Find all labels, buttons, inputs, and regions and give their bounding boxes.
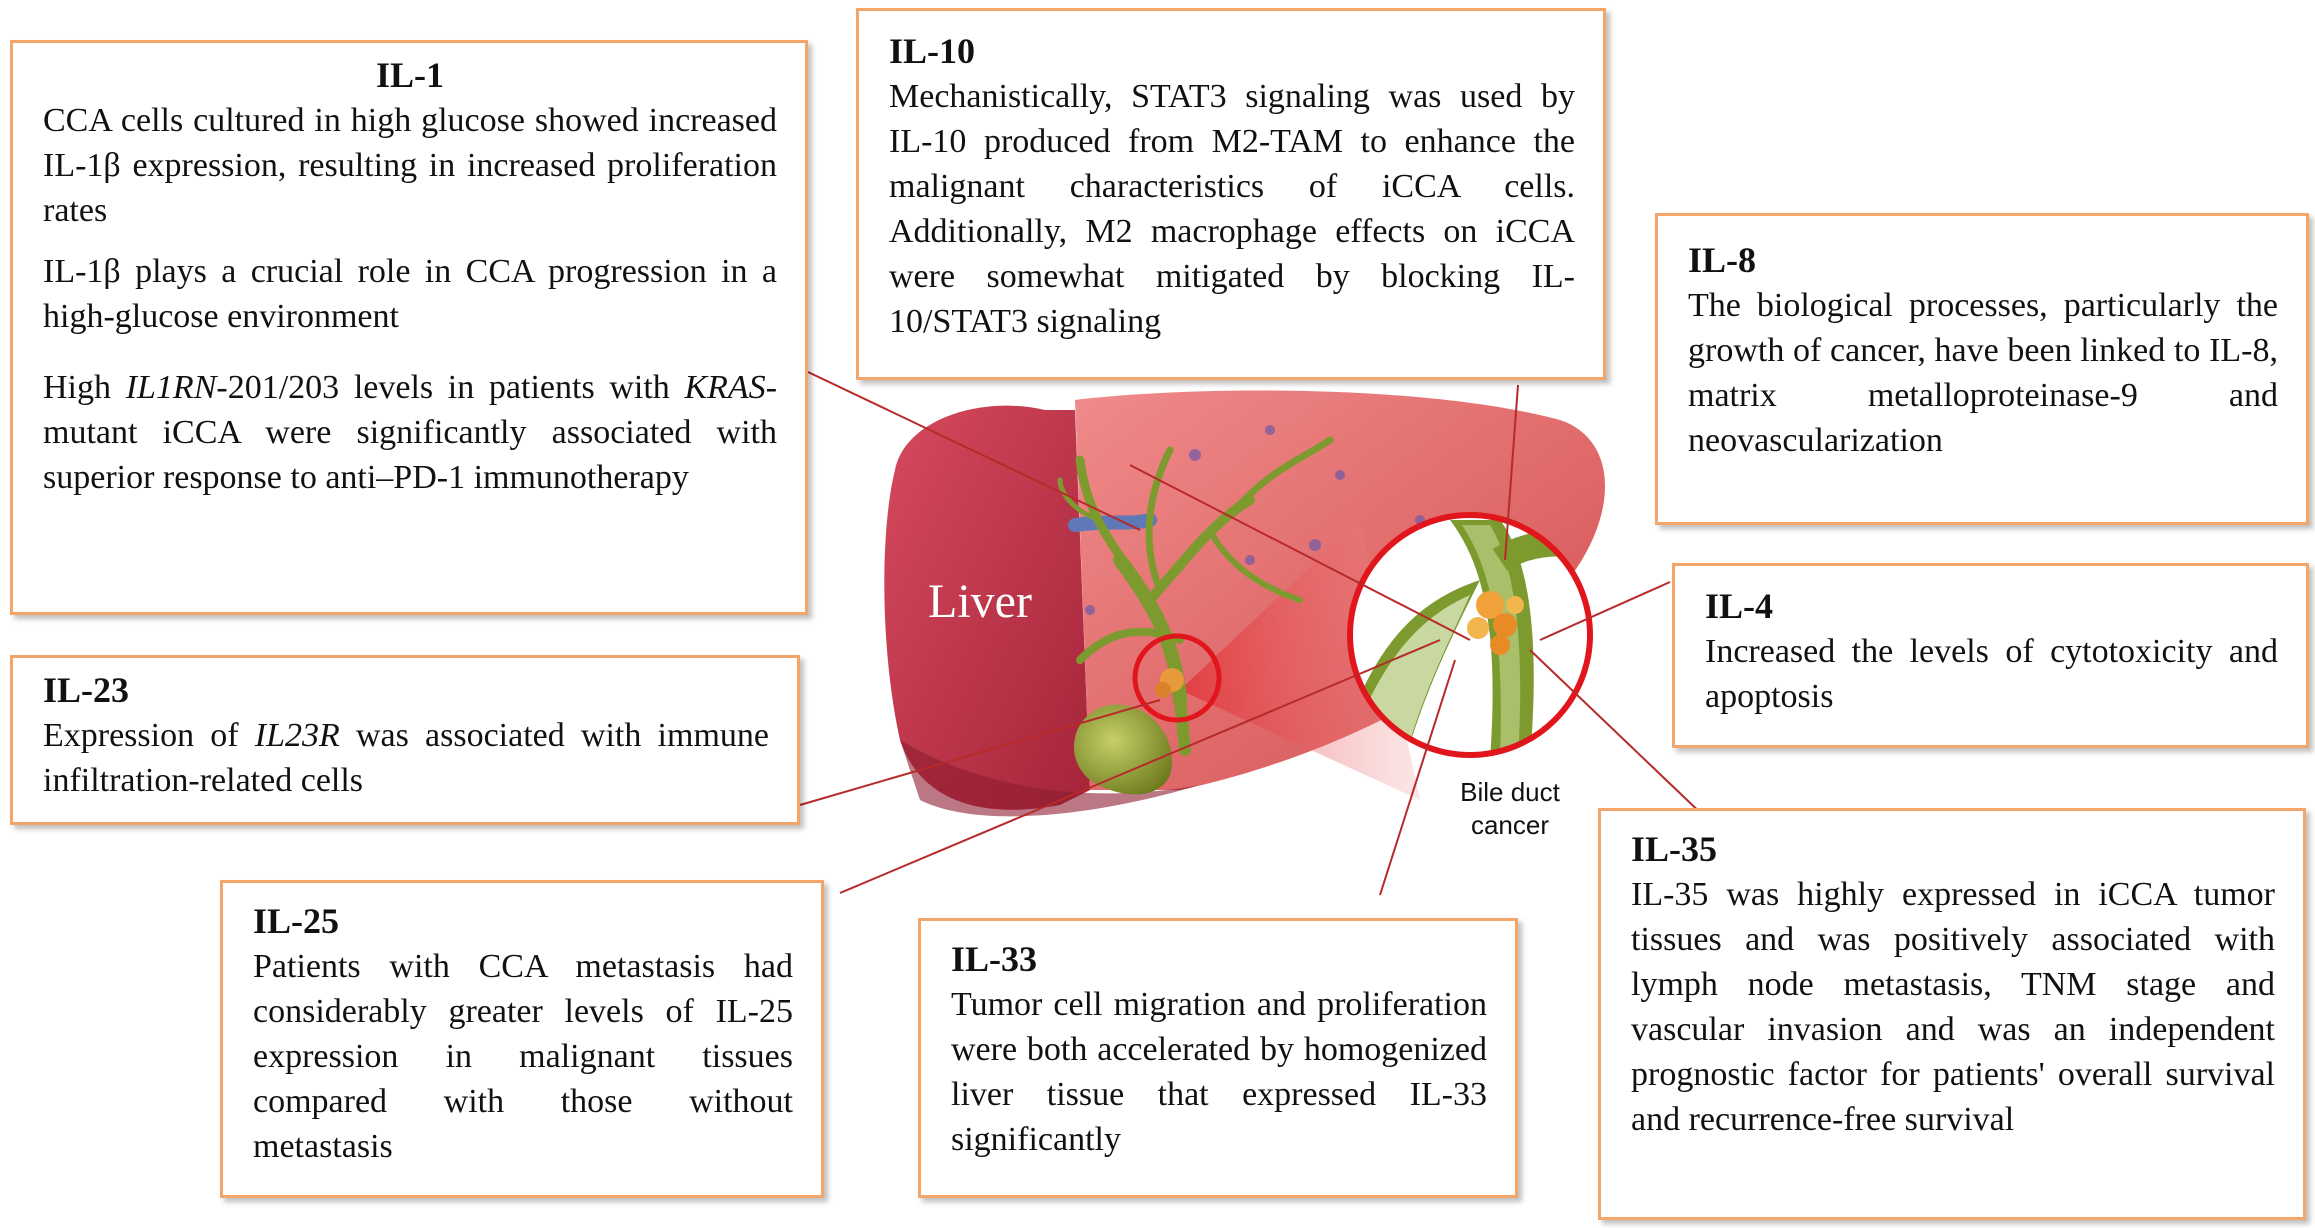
il1-title: IL-1: [375, 55, 444, 95]
kras-gene: KRAS: [684, 369, 766, 406]
il23-title: IL-23: [43, 670, 130, 710]
connector-lines: [799, 371, 1709, 896]
il8-title: IL-8: [1688, 240, 1757, 280]
liver-left-lobe: [884, 405, 1090, 810]
il25-text: Patients with CCA metastasis had conside…: [253, 948, 793, 1165]
il33-title: IL-33: [951, 939, 1038, 979]
liver-label: Liver: [928, 575, 1032, 628]
il35-box: IL-35 IL-35 was highly expressed in iCCA…: [1598, 808, 2306, 1220]
il4-title: IL-4: [1705, 586, 1774, 626]
il8-text: The biological processes, particularly t…: [1688, 287, 2278, 459]
il1-text-3: High IL1RN-201/203 levels in patients wi…: [43, 369, 778, 496]
il25-box: IL-25 Patients with CCA metastasis had c…: [220, 880, 824, 1198]
il33-box: IL-33 Tumor cell migration and prolifera…: [918, 918, 1518, 1198]
il23r-gene: IL23R: [254, 717, 340, 754]
il23-box: IL-23 Expression of IL23R was associated…: [10, 655, 800, 825]
small-highlight-ring: [1132, 633, 1222, 723]
gallbladder: [1073, 704, 1172, 795]
il1-text-1: CCA cells cultured in high glucose showe…: [43, 102, 777, 229]
il35-text: IL-35 was highly expressed in iCCA tumor…: [1631, 876, 2275, 1138]
il1rn-gene: IL1RN: [125, 369, 217, 406]
il23-text: Expression of IL23R was associated with …: [43, 717, 769, 799]
il4-text: Increased the levels of cytotoxicity and…: [1705, 633, 2278, 715]
il1-box: IL-1 CCA cells cultured in high glucose …: [10, 40, 808, 615]
il35-title: IL-35: [1631, 829, 1718, 869]
il10-text: Mechanistically, STAT3 signaling was use…: [889, 78, 1575, 340]
bile-duct-cancer-label: Bile duct cancer: [1460, 777, 1560, 840]
il25-title: IL-25: [253, 901, 340, 941]
il10-box: IL-10 Mechanistically, STAT3 signaling w…: [856, 8, 1606, 380]
il4-box: IL-4 Increased the levels of cytotoxicit…: [1672, 563, 2309, 748]
il33-text: Tumor cell migration and proliferation w…: [951, 986, 1487, 1158]
il8-box: IL-8 The biological processes, particula…: [1655, 213, 2309, 525]
il1-text-2: IL-1β plays a crucial role in CCA progre…: [43, 253, 777, 335]
il10-title: IL-10: [889, 31, 976, 71]
